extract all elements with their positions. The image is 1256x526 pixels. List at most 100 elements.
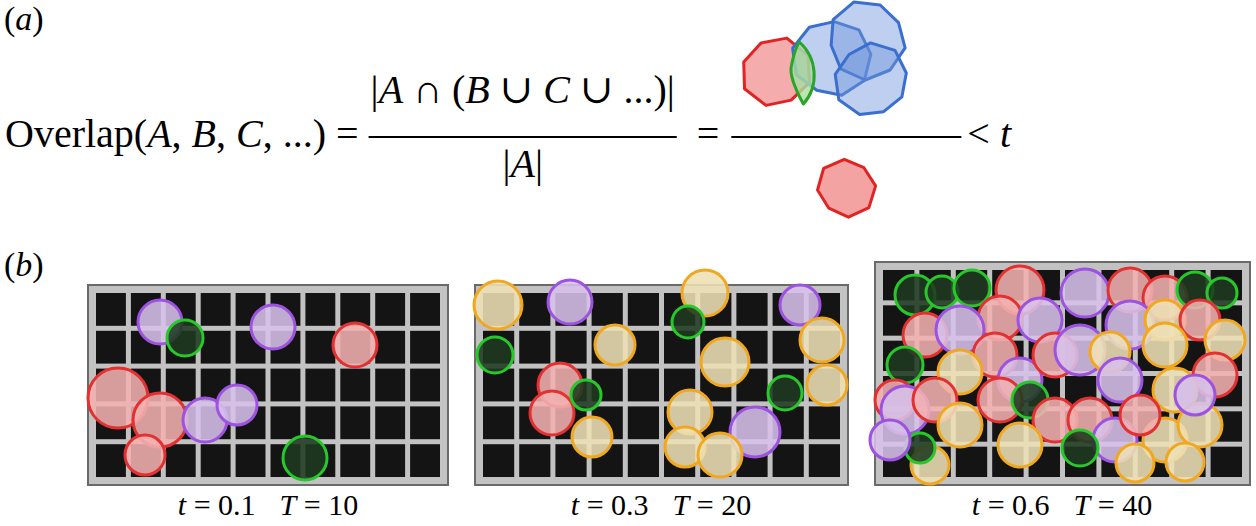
- bottle-mask: [548, 280, 592, 324]
- fraction-bar: [731, 136, 961, 138]
- crate-cell: [519, 293, 550, 326]
- panel-label: (a): [4, 0, 44, 38]
- bottle-mask: [595, 325, 635, 365]
- caption-count: T = 10: [280, 488, 359, 522]
- bottle-mask: [474, 281, 522, 329]
- crate-cell: [956, 447, 987, 477]
- crate-cell: [410, 293, 440, 326]
- crate-cell: [201, 444, 231, 477]
- bottle-mask: [333, 323, 377, 367]
- bottle-mask: [800, 318, 844, 362]
- bottle-mask: [807, 365, 847, 405]
- crate-cell: [305, 293, 335, 326]
- math-variable: t: [178, 488, 186, 521]
- bottle-mask: [701, 338, 749, 386]
- bottle-mask: [672, 306, 704, 338]
- crate-cell: [201, 331, 231, 364]
- math-variable: C: [543, 67, 570, 112]
- crate: [875, 262, 1250, 485]
- crate-cell: [410, 331, 440, 364]
- crate: [475, 285, 848, 485]
- crate-cell: [773, 444, 804, 477]
- bottle-mask: [125, 435, 165, 475]
- bottle-mask: [1116, 444, 1154, 482]
- crate-cell: [628, 444, 659, 477]
- crate-cell: [340, 293, 370, 326]
- crate-cell: [375, 444, 405, 477]
- math-variable: B: [192, 111, 216, 156]
- threshold-term: < t: [967, 112, 1011, 157]
- bottle-mask: [998, 423, 1042, 467]
- math-variable: A: [147, 111, 171, 156]
- bottle-mask: [1061, 269, 1109, 317]
- crate-cell: [483, 444, 514, 477]
- bottle-mask: [1062, 430, 1098, 466]
- bottle-mask: [1120, 395, 1160, 435]
- crate-cell: [736, 293, 767, 326]
- bottle-mask: [698, 433, 742, 477]
- math-variable: t: [571, 488, 579, 521]
- fraction-numerator: |A ∩ (B ∪ C ∪ ...)|: [371, 68, 675, 113]
- equals-sign: =: [697, 112, 720, 157]
- crate-cell: [410, 444, 440, 477]
- caption-threshold: t = 0.6: [972, 488, 1050, 522]
- crate-cell: [96, 293, 126, 326]
- math-variable: T: [280, 488, 297, 521]
- math-variable: T: [673, 488, 690, 521]
- bottle-mask: [1166, 443, 1204, 481]
- crate-cell: [628, 406, 659, 439]
- formula-term: Overlap(A, B, C, ...): [5, 112, 326, 157]
- bottle-mask: [167, 320, 203, 356]
- math-variable: a: [15, 0, 32, 37]
- crate-cell: [96, 331, 126, 364]
- crate-cell: [375, 331, 405, 364]
- math-variable: T: [1074, 488, 1091, 521]
- crate-cell: [271, 369, 301, 402]
- math-variable: A: [510, 141, 534, 186]
- crate-cell: [340, 444, 370, 477]
- mask-a: [818, 159, 876, 217]
- math-variable: t: [972, 488, 980, 521]
- crate-cell: [305, 406, 335, 439]
- crate-cell: [166, 444, 196, 477]
- bottle-mask: [887, 347, 923, 383]
- bottle-mask: [477, 337, 513, 373]
- crate-cell: [201, 293, 231, 326]
- math-variable: C: [236, 111, 263, 156]
- crate-cell: [375, 369, 405, 402]
- crate-cell: [305, 331, 335, 364]
- caption-threshold: t = 0.3: [571, 488, 649, 522]
- math-variable: A: [379, 67, 403, 112]
- caption-count: T = 20: [673, 488, 752, 522]
- bottle-mask: [571, 380, 601, 410]
- bottle-mask: [217, 385, 257, 425]
- panel-label: (b): [4, 246, 44, 284]
- overlap-region: [791, 42, 814, 104]
- math-variable: b: [15, 246, 32, 283]
- crate-cell: [96, 444, 126, 477]
- crate-cell: [1211, 447, 1242, 477]
- crate-cell: [375, 406, 405, 439]
- crate: [88, 285, 448, 485]
- crate-cell: [375, 293, 405, 326]
- bottle-mask: [938, 403, 982, 447]
- math-variable: B: [465, 67, 489, 112]
- crate-cell: [340, 369, 370, 402]
- crate-cell: [236, 444, 266, 477]
- crate-cell: [410, 369, 440, 402]
- bottle-mask: [283, 436, 327, 480]
- crate-cell: [305, 369, 335, 402]
- math-variable: t: [1000, 111, 1011, 156]
- fraction-denominator: |A|: [502, 142, 542, 187]
- bottle-mask: [572, 417, 612, 457]
- crate-cell: [519, 444, 550, 477]
- crate-cell: [519, 331, 550, 364]
- crate-cell: [483, 406, 514, 439]
- crate-cell: [410, 406, 440, 439]
- caption-count: T = 40: [1074, 488, 1153, 522]
- bottle-mask: [768, 376, 802, 410]
- bottle-mask: [530, 391, 574, 435]
- crate-cell: [809, 444, 840, 477]
- bottle-mask: [1175, 375, 1215, 415]
- crate-cell: [271, 406, 301, 439]
